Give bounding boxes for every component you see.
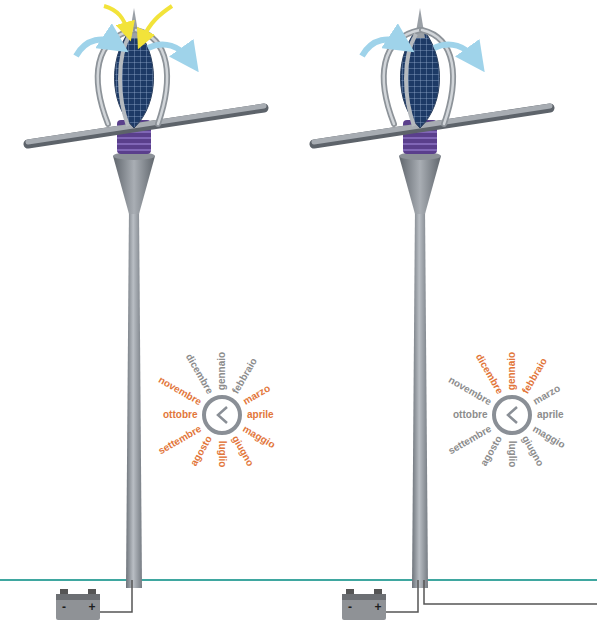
month-label: aprile: [537, 410, 564, 420]
battery-terminal: -: [348, 601, 352, 613]
month-label: maggio: [531, 423, 567, 449]
month-label: gennaio: [217, 352, 227, 390]
battery-symbol: [56, 589, 100, 620]
month-label: ottobre: [453, 410, 487, 420]
battery-symbol: [342, 589, 386, 620]
battery-terminal: +: [375, 601, 382, 613]
month-label: ottobre: [163, 410, 197, 420]
month-label: maggio: [241, 423, 277, 449]
battery-terminal: +: [89, 601, 96, 613]
month-label: marzo: [241, 384, 272, 407]
month-label: luglio: [507, 440, 517, 467]
month-label: gennaio: [507, 352, 517, 390]
month-label: marzo: [531, 384, 562, 407]
month-label: aprile: [247, 410, 274, 420]
month-wheel: [204, 397, 240, 433]
month-label: agosto: [189, 434, 214, 467]
month-label: luglio: [217, 440, 227, 467]
month-label: agosto: [479, 434, 504, 467]
month-wheel: [494, 397, 530, 433]
battery-terminal: -: [62, 601, 66, 613]
